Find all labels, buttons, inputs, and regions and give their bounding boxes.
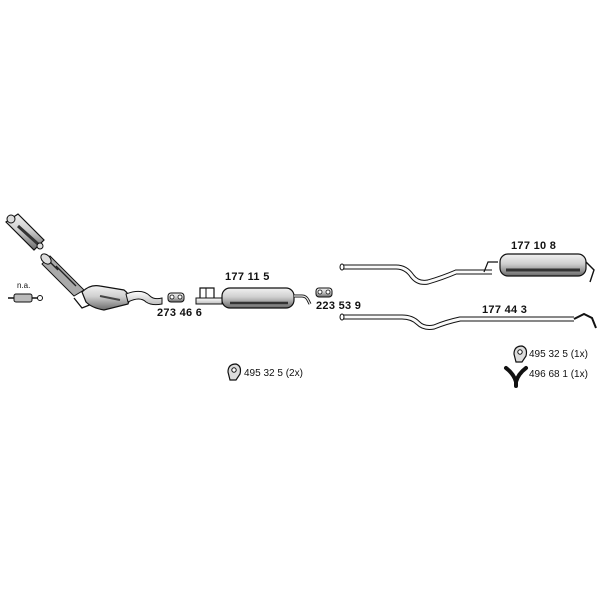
hanger-rear-quantity: (1x) <box>570 369 588 380</box>
front-pipe-catalyst-part[interactable] <box>5 213 163 311</box>
connector-front-part-number: 273 46 6 <box>157 307 203 319</box>
hanger-rear-part-number: 496 68 1 (1x) <box>529 369 588 380</box>
hanger-rear-number: 496 68 1 <box>529 369 568 380</box>
rear-silencer-part[interactable] <box>339 253 595 285</box>
not-available-label: n.a. <box>17 281 31 290</box>
connector-front-part[interactable] <box>167 292 185 303</box>
middle-silencer-part[interactable] <box>195 287 312 309</box>
clamp-mid-quantity: (2x) <box>285 368 303 379</box>
connector-mid-part-number: 223 53 9 <box>316 300 362 312</box>
rear-silencer-part-number: 177 10 8 <box>511 240 557 252</box>
rear-pipe-part[interactable] <box>339 312 597 330</box>
clamp-icon <box>513 345 528 363</box>
middle-silencer-part-number: 177 11 5 <box>225 271 270 283</box>
clamp-mid-part-number: 495 32 5 (2x) <box>244 368 303 379</box>
rubber-hanger-icon <box>504 366 528 388</box>
clamp-rear-part-number: 495 32 5 (1x) <box>529 349 588 360</box>
clamp-mid-number: 495 32 5 <box>244 368 283 379</box>
clamp-icon <box>227 363 242 381</box>
connector-mid-part[interactable] <box>315 287 333 298</box>
clamp-rear-quantity: (1x) <box>570 349 588 360</box>
lambda-sensor-part[interactable] <box>8 293 43 303</box>
rear-pipe-part-number: 177 44 3 <box>482 304 528 316</box>
clamp-rear-number: 495 32 5 <box>529 349 568 360</box>
